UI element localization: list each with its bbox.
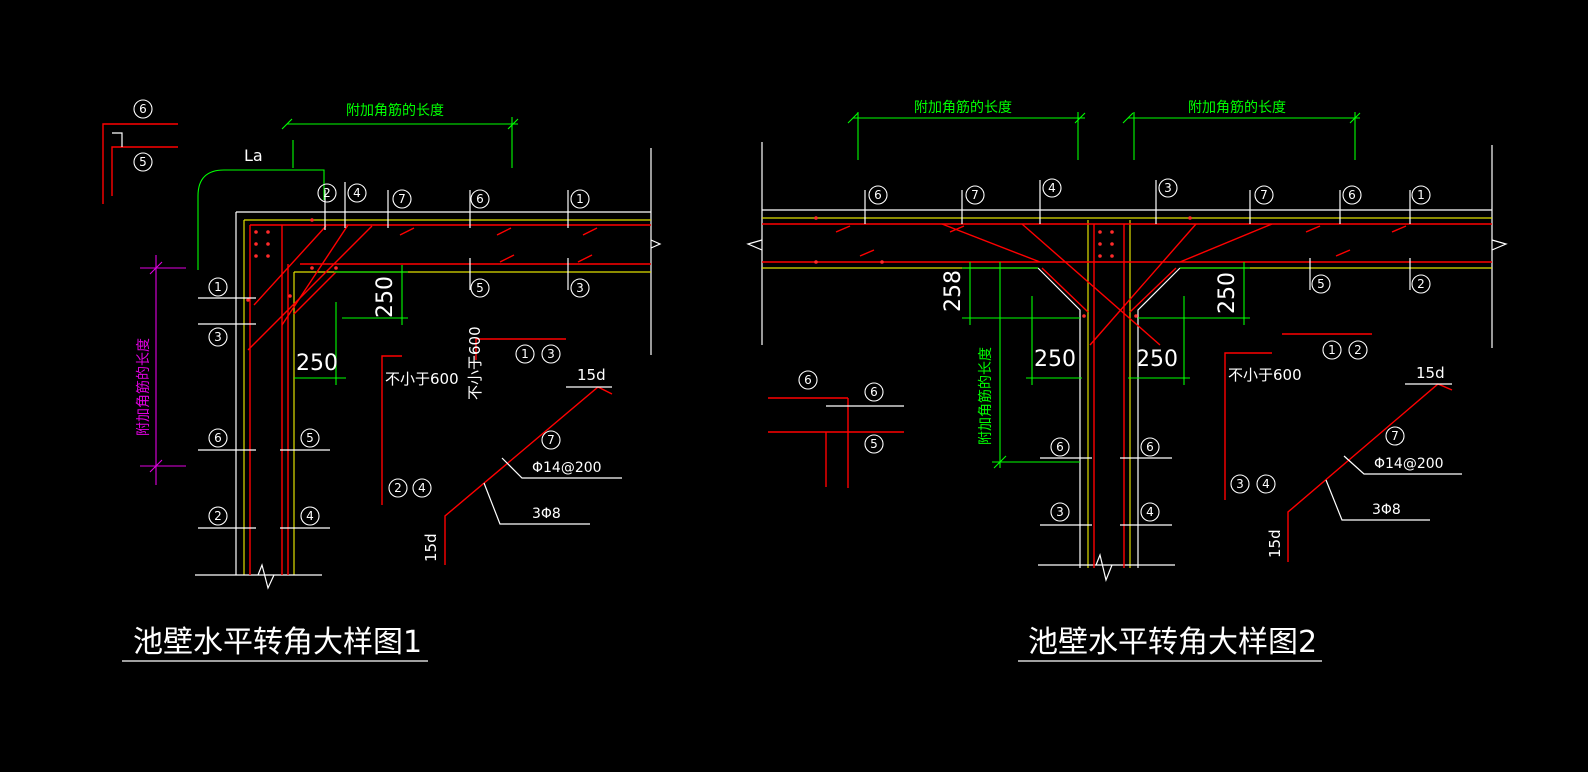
svg-text:3: 3: [1236, 477, 1244, 491]
bar-legend-1: 不小于600 2 4 不小于600 1 3: [381, 326, 566, 505]
svg-text:7: 7: [547, 433, 555, 447]
detail-1: 6 5: [102, 99, 662, 662]
svg-text:4: 4: [1146, 505, 1154, 519]
dim-250-label-b: 250: [296, 351, 338, 376]
bar-spec: Φ14@200: [532, 460, 602, 476]
svg-text:1: 1: [521, 347, 529, 361]
min600-label: 不小于600: [385, 370, 459, 388]
side-length-dimension: 附加角筋的长度: [135, 255, 186, 485]
svg-text:2: 2: [394, 481, 402, 495]
svg-text:7: 7: [1391, 429, 1399, 443]
detail-1-title: 池壁水平转角大样图1: [133, 625, 422, 660]
dim-258-label: 258: [941, 270, 966, 312]
rebars: [246, 218, 651, 575]
detail-2: 附加角筋的长度 附加角筋的长度 258 250 250: [746, 99, 1508, 662]
svg-text:5: 5: [476, 281, 484, 295]
detail-2-title: 池壁水平转角大样图2: [1028, 625, 1317, 660]
svg-text:1: 1: [214, 280, 222, 294]
dim-258: 258: [941, 262, 1080, 325]
svg-text:7: 7: [398, 192, 406, 206]
svg-text:7: 7: [971, 188, 979, 202]
bar-tags: 2 4 7 6 1 5 3 1 3 6 5 2 4: [198, 182, 590, 529]
svg-text:3: 3: [547, 347, 555, 361]
svg-text:3: 3: [1164, 181, 1172, 195]
side-length-label-2: 附加角筋的长度: [977, 347, 994, 445]
side-length-label: 附加角筋的长度: [135, 338, 152, 436]
svg-text:3: 3: [576, 281, 584, 295]
svg-text:5: 5: [139, 155, 147, 169]
svg-text:6: 6: [214, 431, 222, 445]
svg-text:4: 4: [418, 481, 426, 495]
svg-text:6: 6: [874, 188, 882, 202]
svg-text:5: 5: [306, 431, 314, 445]
svg-text:4: 4: [306, 509, 314, 523]
svg-text:5: 5: [870, 437, 878, 451]
svg-text:4: 4: [1262, 477, 1270, 491]
svg-text:3: 3: [1056, 505, 1064, 519]
svg-text:4: 4: [353, 186, 361, 200]
bent-bar-2: 15d 15d 7 Φ14@200 3Φ8: [1266, 364, 1462, 562]
svg-text:1: 1: [576, 192, 584, 206]
dim-250-a: 250: [334, 265, 408, 325]
svg-text:5: 5: [1317, 277, 1325, 291]
svg-text:6: 6: [1146, 440, 1154, 454]
top-length-dimensions-2: 附加角筋的长度 附加角筋的长度: [847, 99, 1361, 160]
svg-text:1: 1: [1328, 343, 1336, 357]
title-2: 池壁水平转角大样图2: [1018, 625, 1322, 662]
d15-top: 15d: [577, 366, 606, 384]
side-length-dimension-2: 附加角筋的长度: [977, 262, 1080, 469]
svg-text:6: 6: [139, 102, 147, 116]
min600-label-2: 不小于600: [1228, 366, 1302, 384]
bent-bar-1: 15d 15d 7 Φ14@200 3Φ8: [422, 366, 622, 565]
svg-text:2: 2: [323, 186, 331, 200]
svg-text:3: 3: [214, 330, 222, 344]
bar-legend-2: 不小于600 3 4 1 2: [1224, 333, 1372, 500]
svg-text:1: 1: [1417, 188, 1425, 202]
rebars-2: [762, 216, 1492, 568]
la-label: La: [244, 146, 263, 165]
bar-spec-2: Φ14@200: [1374, 456, 1444, 472]
dim-250-label-c: 250: [1215, 272, 1240, 314]
dim-250-d: 250 250: [1026, 296, 1190, 385]
dim-250-b: 250: [294, 302, 346, 385]
top-length-label-2a: 附加角筋的长度: [914, 99, 1012, 116]
dim-250-label-d: 250: [1034, 347, 1076, 372]
svg-text:2: 2: [214, 509, 222, 523]
top-length-label: 附加角筋的长度: [346, 102, 444, 119]
svg-text:6: 6: [804, 373, 812, 387]
d15-bottom: 15d: [422, 533, 440, 562]
wall-outline: [195, 148, 662, 590]
svg-text:6: 6: [476, 192, 484, 206]
top-length-label-2b: 附加角筋的长度: [1188, 99, 1286, 116]
dim-250-c: 250: [1138, 262, 1250, 325]
min600-label-rot: 不小于600: [466, 326, 484, 400]
stirrup-spec-2: 3Φ8: [1372, 502, 1401, 518]
legend-small-2: 6 6 5: [768, 370, 904, 488]
dim-250-label-e: 250: [1136, 347, 1178, 372]
svg-text:2: 2: [1417, 277, 1425, 291]
svg-text:6: 6: [1056, 440, 1064, 454]
svg-text:6: 6: [870, 385, 878, 399]
top-length-dimension: 附加角筋的长度: [281, 102, 519, 168]
svg-text:6: 6: [1348, 188, 1356, 202]
svg-text:4: 4: [1048, 181, 1056, 195]
la-dimension: La: [197, 140, 325, 270]
bar-tags-2: 6 7 4 3 7 6 1 5 2 6 6 3 4: [864, 178, 1431, 526]
svg-text:7: 7: [1260, 188, 1268, 202]
svg-text:2: 2: [1354, 343, 1362, 357]
dim-250-label-a: 250: [373, 276, 398, 318]
stirrup-spec: 3Φ8: [532, 506, 561, 522]
d15-top-2: 15d: [1416, 364, 1445, 382]
title-1: 池壁水平转角大样图1: [122, 625, 428, 662]
legend-small: 6 5: [102, 99, 178, 204]
d15-bottom-2: 15d: [1266, 529, 1284, 558]
